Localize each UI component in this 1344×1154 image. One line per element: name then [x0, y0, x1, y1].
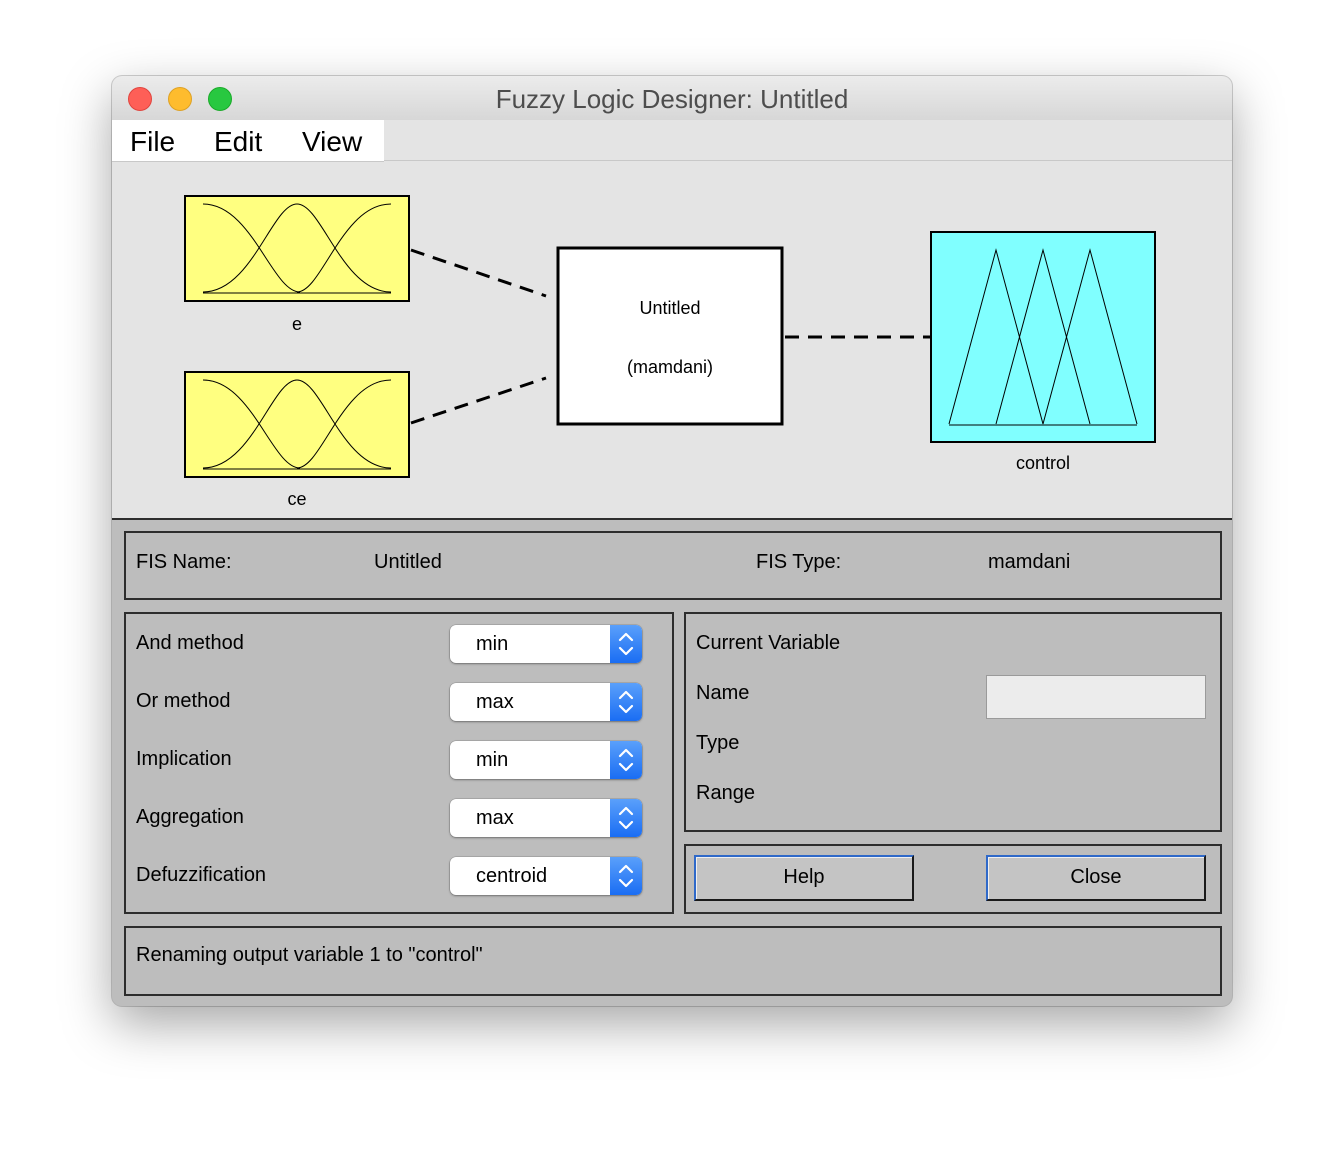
- input-ce-membership-curves: [202, 379, 392, 469]
- fis-type-value: mamdani: [988, 551, 1071, 573]
- fis-system-box[interactable]: [556, 246, 784, 426]
- current-variable-heading: Current Variable: [696, 632, 841, 654]
- implication-select[interactable]: min: [450, 741, 642, 779]
- select-stepper-icon: [610, 625, 642, 663]
- variable-type-label: Type: [696, 732, 740, 754]
- implication-label: Implication: [136, 748, 232, 770]
- input-variable-ce[interactable]: [184, 371, 410, 478]
- select-stepper-icon: [610, 741, 642, 779]
- input-ce-box[interactable]: [184, 371, 410, 478]
- output-control-label: control: [1015, 453, 1071, 473]
- input-e-label: e: [291, 314, 302, 334]
- menu-view[interactable]: View: [302, 126, 363, 157]
- fis-diagram: e ce Untitled (mamdani) control: [112, 164, 1232, 520]
- and-method-label: And method: [136, 632, 244, 654]
- buttons-panel: Help Close: [684, 844, 1222, 914]
- aggregation-select[interactable]: max: [450, 799, 642, 837]
- title-bar: Fuzzy Logic Designer: Untitled: [112, 76, 1232, 121]
- or-method-select[interactable]: max: [450, 683, 642, 721]
- output-control-box[interactable]: [930, 231, 1156, 443]
- close-window-button[interactable]: [128, 87, 152, 111]
- status-message: Renaming output variable 1 to "control": [136, 944, 483, 966]
- status-panel: Renaming output variable 1 to "control": [124, 926, 1222, 996]
- output-control-membership-triangles: [948, 248, 1138, 425]
- help-button[interactable]: Help: [694, 855, 914, 901]
- fis-diagram-canvas: [184, 195, 1156, 478]
- current-variable-panel: Current Variable Name Type Range: [684, 612, 1222, 832]
- connector-ce: [410, 376, 547, 425]
- fis-info-panel: FIS Name: Untitled FIS Type: mamdani: [124, 531, 1222, 600]
- input-variable-e[interactable]: [184, 195, 410, 302]
- select-stepper-icon: [610, 683, 642, 721]
- variable-name-label: Name: [696, 682, 750, 704]
- fis-name-label: FIS Name:: [136, 551, 232, 573]
- fis-name-value: Untitled: [374, 551, 442, 573]
- variable-name-field[interactable]: [986, 675, 1206, 719]
- fuzzy-logic-designer-window: Fuzzy Logic Designer: Untitled File Edit…: [112, 76, 1232, 1006]
- menu-bar: File Edit View: [112, 120, 1232, 164]
- close-button[interactable]: Close: [986, 855, 1206, 901]
- aggregation-label: Aggregation: [136, 806, 244, 828]
- and-method-select[interactable]: min: [450, 625, 642, 663]
- menu-file[interactable]: File: [130, 126, 176, 157]
- menu-edit[interactable]: Edit: [214, 126, 263, 157]
- system-name-label: Untitled: [639, 298, 701, 318]
- zoom-window-button[interactable]: [208, 87, 232, 111]
- input-e-box[interactable]: [184, 195, 410, 302]
- defuzzification-select[interactable]: centroid: [450, 857, 642, 895]
- menu-strip: [112, 120, 384, 162]
- system-type-label: (mamdani): [626, 357, 714, 377]
- window-title: Fuzzy Logic Designer: Untitled: [495, 84, 849, 114]
- fis-type-label: FIS Type:: [756, 551, 842, 573]
- output-variable-control[interactable]: [930, 231, 1156, 443]
- input-e-membership-curves: [202, 203, 392, 293]
- select-stepper-icon: [610, 799, 642, 837]
- methods-panel: And method min Or method max Implication…: [124, 612, 674, 914]
- select-stepper-icon: [610, 857, 642, 895]
- connector-e: [410, 248, 547, 298]
- input-ce-label: ce: [287, 489, 307, 509]
- defuzzification-label: Defuzzification: [136, 864, 267, 886]
- minimize-window-button[interactable]: [168, 87, 192, 111]
- or-method-label: Or method: [136, 690, 231, 712]
- variable-range-label: Range: [696, 782, 755, 804]
